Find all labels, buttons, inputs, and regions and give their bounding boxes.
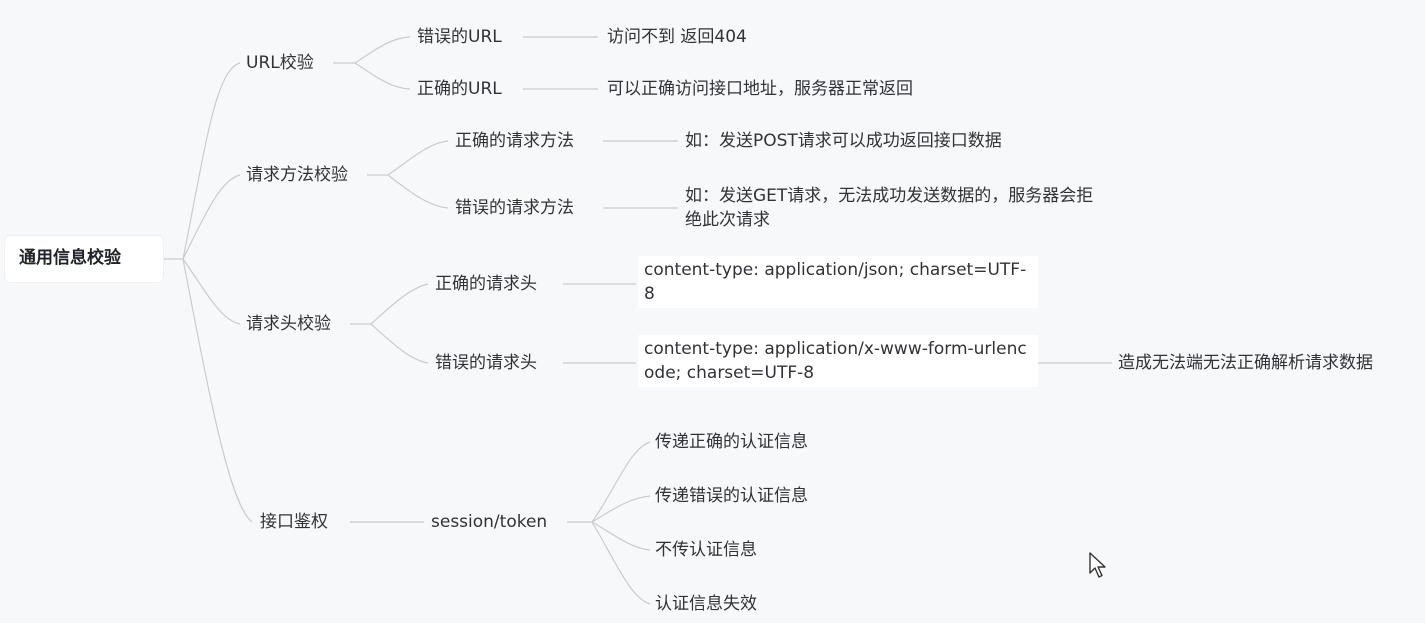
link-root-header xyxy=(182,258,241,325)
node-auth-check[interactable]: 接口鉴权 xyxy=(260,512,328,532)
node-header-right[interactable]: 正确的请求头 xyxy=(435,274,537,294)
node-header-wrong-result[interactable]: content-type: application/x-www-form-url… xyxy=(644,339,1027,383)
node-header-right-result[interactable]: content-type: application/json; charset=… xyxy=(644,260,1027,304)
node-method-wrong[interactable]: 错误的请求方法 xyxy=(455,198,574,218)
mouse-pointer-icon xyxy=(1089,552,1106,578)
node-auth-leaf-2[interactable]: 传递错误的认证信息 xyxy=(655,486,808,506)
link-url-wrong xyxy=(354,36,411,64)
node-url-wrong[interactable]: 错误的URL xyxy=(417,27,502,47)
node-method-right[interactable]: 正确的请求方法 xyxy=(455,131,574,151)
node-auth-leaf-1[interactable]: 传递正确的认证信息 xyxy=(655,432,808,452)
node-header-wrong[interactable]: 错误的请求头 xyxy=(435,353,537,373)
node-method-wrong-result[interactable]: 如：发送GET请求，无法成功发送数据的，服务器会拒绝此次请求 xyxy=(685,186,1094,230)
node-url-right[interactable]: 正确的URL xyxy=(417,79,502,99)
header-wrong-result-bg xyxy=(638,335,1038,387)
link-url-right xyxy=(354,62,411,90)
link-auth-leaf-4 xyxy=(591,521,651,605)
link-header-wrong xyxy=(370,323,429,364)
root-label: 通用信息校验 xyxy=(19,248,121,268)
link-header-right xyxy=(370,283,429,325)
link-method-wrong xyxy=(387,174,449,209)
header-right-result-bg xyxy=(638,256,1038,308)
node-header-wrong-consequence[interactable]: 造成无法端无法正确解析请求数据 xyxy=(1118,353,1373,373)
link-auth-leaf-1 xyxy=(591,441,651,523)
node-method-check[interactable]: 请求方法校验 xyxy=(246,165,348,185)
link-root-method xyxy=(182,174,241,260)
node-url-right-result[interactable]: 可以正确访问接口地址，服务器正常返回 xyxy=(607,79,913,99)
root-node[interactable] xyxy=(5,236,163,282)
node-url-check[interactable]: URL校验 xyxy=(246,53,314,73)
node-session-token[interactable]: session/token xyxy=(431,512,548,532)
link-auth-leaf-2 xyxy=(591,495,651,523)
node-header-check[interactable]: 请求头校验 xyxy=(246,314,331,334)
link-auth-leaf-3 xyxy=(591,521,651,551)
node-method-right-result[interactable]: 如：发送POST请求可以成功返回接口数据 xyxy=(685,131,1002,151)
link-root-auth xyxy=(182,258,253,523)
link-method-right xyxy=(387,140,449,176)
node-url-wrong-result[interactable]: 访问不到 返回404 xyxy=(607,27,747,47)
node-auth-leaf-4[interactable]: 认证信息失效 xyxy=(655,594,757,614)
node-auth-leaf-3[interactable]: 不传认证信息 xyxy=(655,540,757,560)
link-root-url xyxy=(182,62,241,260)
